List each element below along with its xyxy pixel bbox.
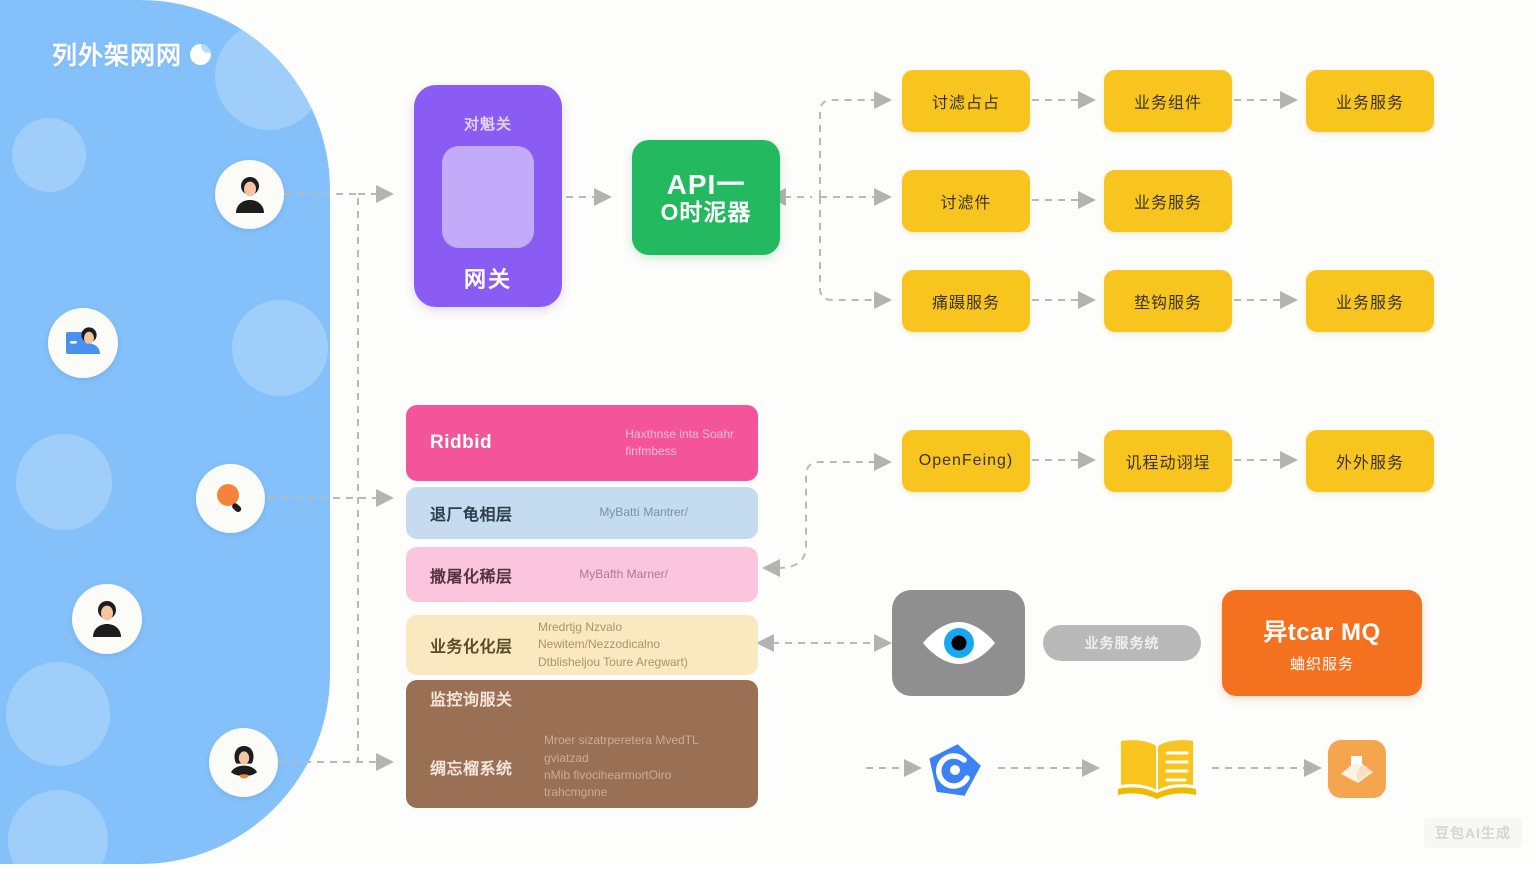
user-card-icon bbox=[66, 327, 100, 354]
page-title: 列外架网网 bbox=[52, 36, 212, 72]
decor-bubble bbox=[8, 790, 108, 890]
layer-bar-persistence[interactable]: 退厂龟相层 MyBattí Mantrer/ bbox=[406, 487, 758, 539]
mq-box[interactable]: 异tcar MQ 蛐织服务 bbox=[1222, 590, 1422, 696]
decor-bubble bbox=[12, 118, 86, 192]
gateway-top-label: 对魁关 bbox=[463, 116, 512, 133]
layer-bar-business-desc: Mredrtjg Nzvalo Newitem/Nezzodicalno Dtb… bbox=[538, 619, 688, 669]
layer-bar-micro[interactable]: 撒屠化稀层 MyBafth Marner/ bbox=[406, 547, 758, 602]
person-icon bbox=[235, 176, 264, 213]
nacos-icon[interactable] bbox=[924, 742, 984, 798]
layer-bar-monitor[interactable]: 监控询服关 绸忘榴系统 Mroer sizatrperetera MvedTL … bbox=[406, 680, 758, 808]
layer-bar-ribbid-desc: Haxthnse inta Soahr finfmbess bbox=[625, 426, 734, 458]
decor-bubble bbox=[215, 22, 323, 130]
layer-bar-ribbid[interactable]: Ridbid Haxthnse inta Soahr finfmbess bbox=[406, 405, 758, 481]
service-box-r2c2[interactable]: 业务服务 bbox=[1104, 170, 1232, 232]
gateway-bottom-label: 网关 bbox=[463, 267, 512, 292]
service-box-r3c2[interactable]: 垫钩服务 bbox=[1104, 270, 1232, 332]
service-box-r1c2[interactable]: 业务组件 bbox=[1104, 70, 1232, 132]
gateway-inner-block bbox=[442, 146, 534, 248]
layer-bar-micro-desc: MyBafth Marner/ bbox=[579, 566, 668, 581]
nacos-glyph-icon bbox=[929, 744, 981, 796]
left-blue-panel bbox=[0, 0, 330, 864]
service-box-r2c1[interactable]: 讨滤件 bbox=[902, 170, 1030, 232]
avatar-person-hooded[interactable] bbox=[209, 728, 278, 797]
api-node[interactable]: API一 O时泥器 bbox=[632, 140, 780, 255]
service-box-r4c3[interactable]: 外外服务 bbox=[1306, 430, 1434, 492]
avatar-person[interactable] bbox=[72, 584, 142, 654]
decor-bubble bbox=[16, 434, 112, 530]
layer-bar-monitor-label-bottom: 绸忘榴系统 bbox=[430, 761, 513, 778]
layer-bar-monitor-row-bottom: 绸忘榴系统 Mroer sizatrperetera MvedTL gviatz… bbox=[430, 732, 734, 802]
magnifier-icon bbox=[216, 483, 241, 512]
service-box-r4c2[interactable]: 讥程动诩埕 bbox=[1104, 430, 1232, 492]
decor-bubble bbox=[232, 300, 328, 396]
gateway-node[interactable]: 对魁关 网关 bbox=[414, 85, 562, 307]
avatar-user-top[interactable] bbox=[215, 160, 284, 229]
layer-bar-micro-label: 撒屠化稀层 bbox=[430, 568, 513, 586]
open-book-glyph-icon bbox=[1118, 740, 1196, 799]
service-box-r3c3[interactable]: 业务服务 bbox=[1306, 270, 1434, 332]
person-icon bbox=[93, 601, 121, 637]
layer-bar-monitor-desc: Mroer sizatrperetera MvedTL gviatzad nMi… bbox=[544, 733, 699, 800]
layer-bar-business[interactable]: 业务化化层 Mredrtjg Nzvalo Newitem/Nezzodical… bbox=[406, 615, 758, 675]
diagram-canvas: 列外架网网 bbox=[0, 0, 1522, 864]
layer-bar-monitor-label-top: 监控询服关 bbox=[430, 692, 513, 710]
monitor-eye-box[interactable] bbox=[892, 590, 1025, 696]
open-book-icon[interactable] bbox=[1114, 736, 1200, 802]
package-glyph-icon bbox=[1341, 756, 1373, 783]
api-line1: API一 bbox=[666, 168, 746, 200]
decor-bubble bbox=[6, 662, 110, 766]
eye-icon bbox=[922, 622, 995, 664]
avatar-search[interactable] bbox=[196, 464, 265, 533]
logo-moon-icon bbox=[190, 43, 212, 65]
mq-title: 异tcar MQ bbox=[1263, 619, 1381, 646]
layer-bar-business-label: 业务化化层 bbox=[430, 639, 513, 656]
watermark: 豆包AI生成 bbox=[1424, 818, 1522, 848]
service-box-r1c3[interactable]: 业务服务 bbox=[1306, 70, 1434, 132]
layer-bar-ribbid-label: Ridbid bbox=[430, 432, 493, 453]
service-box-r3c1[interactable]: 痛蹑服务 bbox=[902, 270, 1030, 332]
api-line2: O时泥器 bbox=[660, 198, 752, 225]
service-box-r1c1[interactable]: 讨滤占占 bbox=[902, 70, 1030, 132]
service-box-r4c1[interactable]: OpenFeing) bbox=[902, 430, 1030, 492]
person-hooded-icon bbox=[230, 745, 257, 778]
gray-status-pill[interactable]: 业务服务统 bbox=[1043, 625, 1201, 661]
avatar-id-card[interactable] bbox=[48, 308, 118, 378]
mq-subtitle: 蛐织服务 bbox=[1289, 656, 1354, 673]
page-title-text: 列外架网网 bbox=[52, 42, 183, 70]
layer-bar-persistence-label: 退厂龟相层 bbox=[430, 507, 513, 524]
layer-bar-persistence-desc: MyBattí Mantrer/ bbox=[599, 505, 688, 520]
layer-bar-monitor-row-top: 监控询服关 bbox=[430, 686, 734, 710]
package-delivery-icon[interactable] bbox=[1328, 740, 1386, 798]
